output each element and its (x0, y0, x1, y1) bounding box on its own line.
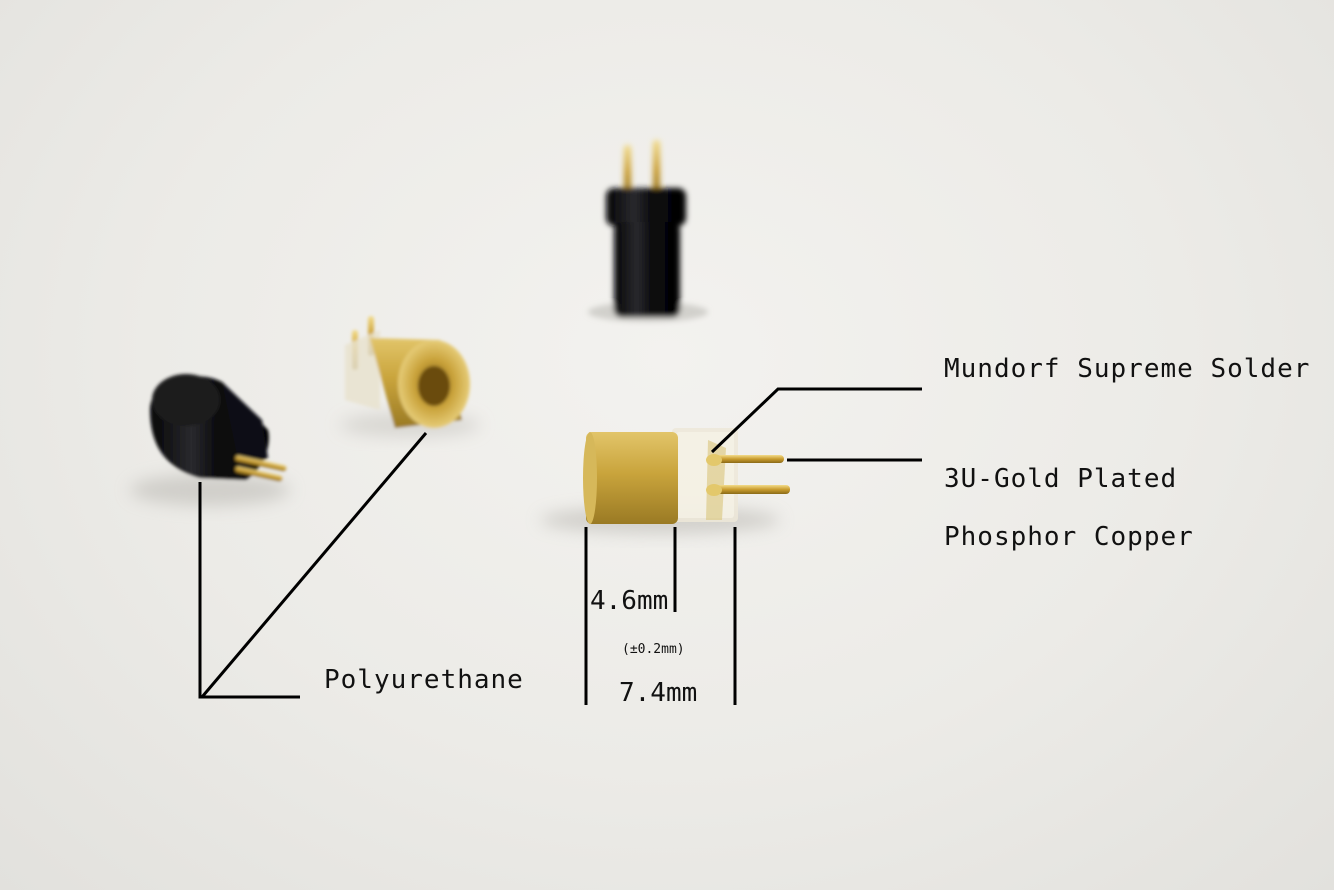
far-black-plug (588, 140, 708, 322)
leader-housing (198, 482, 300, 699)
gold-socket-angled (340, 316, 480, 437)
label-solder: Mundorf Supreme Solder (944, 354, 1311, 384)
leader-solder (710, 387, 922, 454)
label-tolerance: (±0.2mm) (622, 642, 685, 657)
annotation-lines (198, 387, 922, 705)
gold-connector-main (540, 428, 790, 534)
black-polyurethane-plug (130, 374, 290, 506)
label-pins-line2: Phosphor Copper (944, 522, 1194, 552)
label-housing: Polyurethane (324, 665, 524, 695)
leader-housing-diagonal (200, 432, 428, 698)
label-dim-inner: 4.6mm (590, 586, 669, 616)
label-pins-line1: 3U-Gold Plated (944, 464, 1178, 494)
label-dim-outer: 7.4mm (619, 678, 698, 708)
